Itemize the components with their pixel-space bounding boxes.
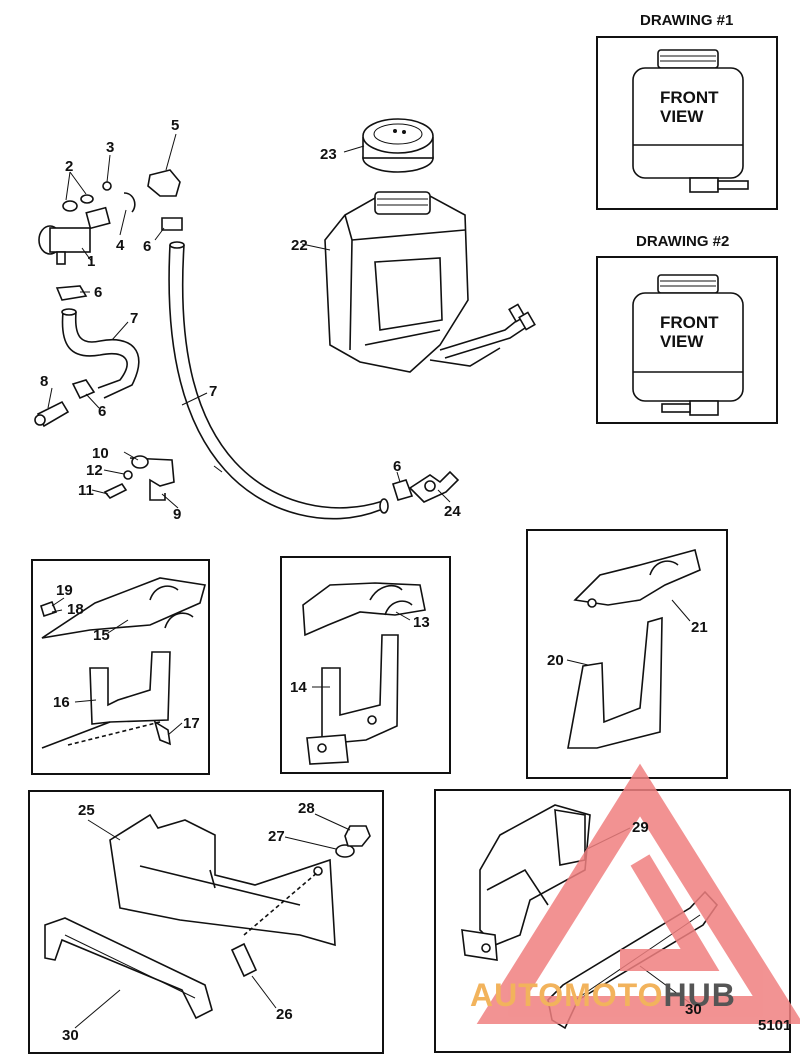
hose-clamps [55, 285, 414, 501]
callout-15: 15 [93, 627, 110, 644]
callout-14: 14 [290, 679, 307, 696]
drawing-1-reservoir [632, 49, 749, 193]
callout-30-b: 30 [685, 1001, 702, 1018]
bent-hose [61, 308, 140, 399]
callout-3: 3 [106, 139, 114, 156]
callout-25: 25 [78, 802, 95, 819]
callout-7-b: 7 [209, 383, 217, 400]
callout-18: 18 [67, 601, 84, 618]
drawing-1-inset: DRAWING #1 FRONT VIEW [596, 12, 778, 210]
callout-11: 11 [78, 482, 94, 499]
callout-29: 29 [632, 819, 649, 836]
drawing-1-front-label: FRONT [660, 88, 719, 107]
callout-17: 17 [183, 715, 200, 732]
callout-27: 27 [268, 828, 285, 845]
hose-bracket [103, 455, 175, 501]
fitting-assembly [38, 169, 183, 265]
barb-fitting [408, 470, 460, 503]
callout-19: 19 [56, 582, 73, 599]
callout-28: 28 [298, 800, 315, 817]
callout-30-a: 30 [62, 1027, 79, 1044]
drawing-2-title: DRAWING #2 [636, 233, 729, 250]
long-hose [168, 241, 389, 520]
reservoir-cap [362, 118, 434, 173]
bracket-box-20-21 [526, 529, 728, 779]
bracket-box-25-30 [28, 790, 384, 1054]
callout-1: 1 [87, 253, 95, 270]
callout-23: 23 [320, 146, 337, 163]
watermark-text: AUTOMOTOHUB [470, 977, 736, 1013]
elbow-fitting [34, 400, 70, 428]
drawing-2-view-label: VIEW [660, 332, 704, 351]
bracket-box-15-19 [31, 559, 210, 775]
callout-6-d: 6 [393, 458, 401, 475]
reservoir-tank [324, 191, 536, 373]
callout-2: 2 [65, 158, 73, 175]
drawing-2-reservoir [632, 274, 744, 416]
callout-13: 13 [413, 614, 430, 631]
callout-labels: 1 2 3 4 5 6 6 6 6 7 7 8 9 10 11 12 13 14… [40, 117, 708, 1044]
callout-12: 12 [86, 462, 103, 479]
callout-21: 21 [691, 619, 708, 636]
callout-6-c: 6 [98, 403, 106, 420]
callout-26: 26 [276, 1006, 293, 1023]
drawing-1-title: DRAWING #1 [640, 12, 733, 29]
callout-22: 22 [291, 237, 308, 254]
callout-5: 5 [171, 117, 179, 134]
callout-8: 8 [40, 373, 48, 390]
callout-16: 16 [53, 694, 70, 711]
callout-10: 10 [92, 445, 109, 462]
bracket-box-13-14 [280, 556, 451, 774]
callout-6-b: 6 [94, 284, 102, 301]
callout-20: 20 [547, 652, 564, 669]
callout-24: 24 [444, 503, 461, 520]
drawing-2-inset: DRAWING #2 FRONT VIEW [596, 233, 778, 424]
upper-leader-lines [47, 133, 451, 509]
callout-9: 9 [173, 506, 181, 523]
callout-4: 4 [116, 237, 125, 254]
drawing-1-frame [596, 36, 778, 210]
drawing-2-frame [596, 256, 778, 424]
drawing-2-front-label: FRONT [660, 313, 719, 332]
callout-6-a: 6 [143, 238, 151, 255]
figure-number: 5101 [758, 1017, 791, 1034]
watermark-logo [476, 763, 800, 1024]
drawing-1-view-label: VIEW [660, 107, 704, 126]
callout-7-a: 7 [130, 310, 138, 327]
